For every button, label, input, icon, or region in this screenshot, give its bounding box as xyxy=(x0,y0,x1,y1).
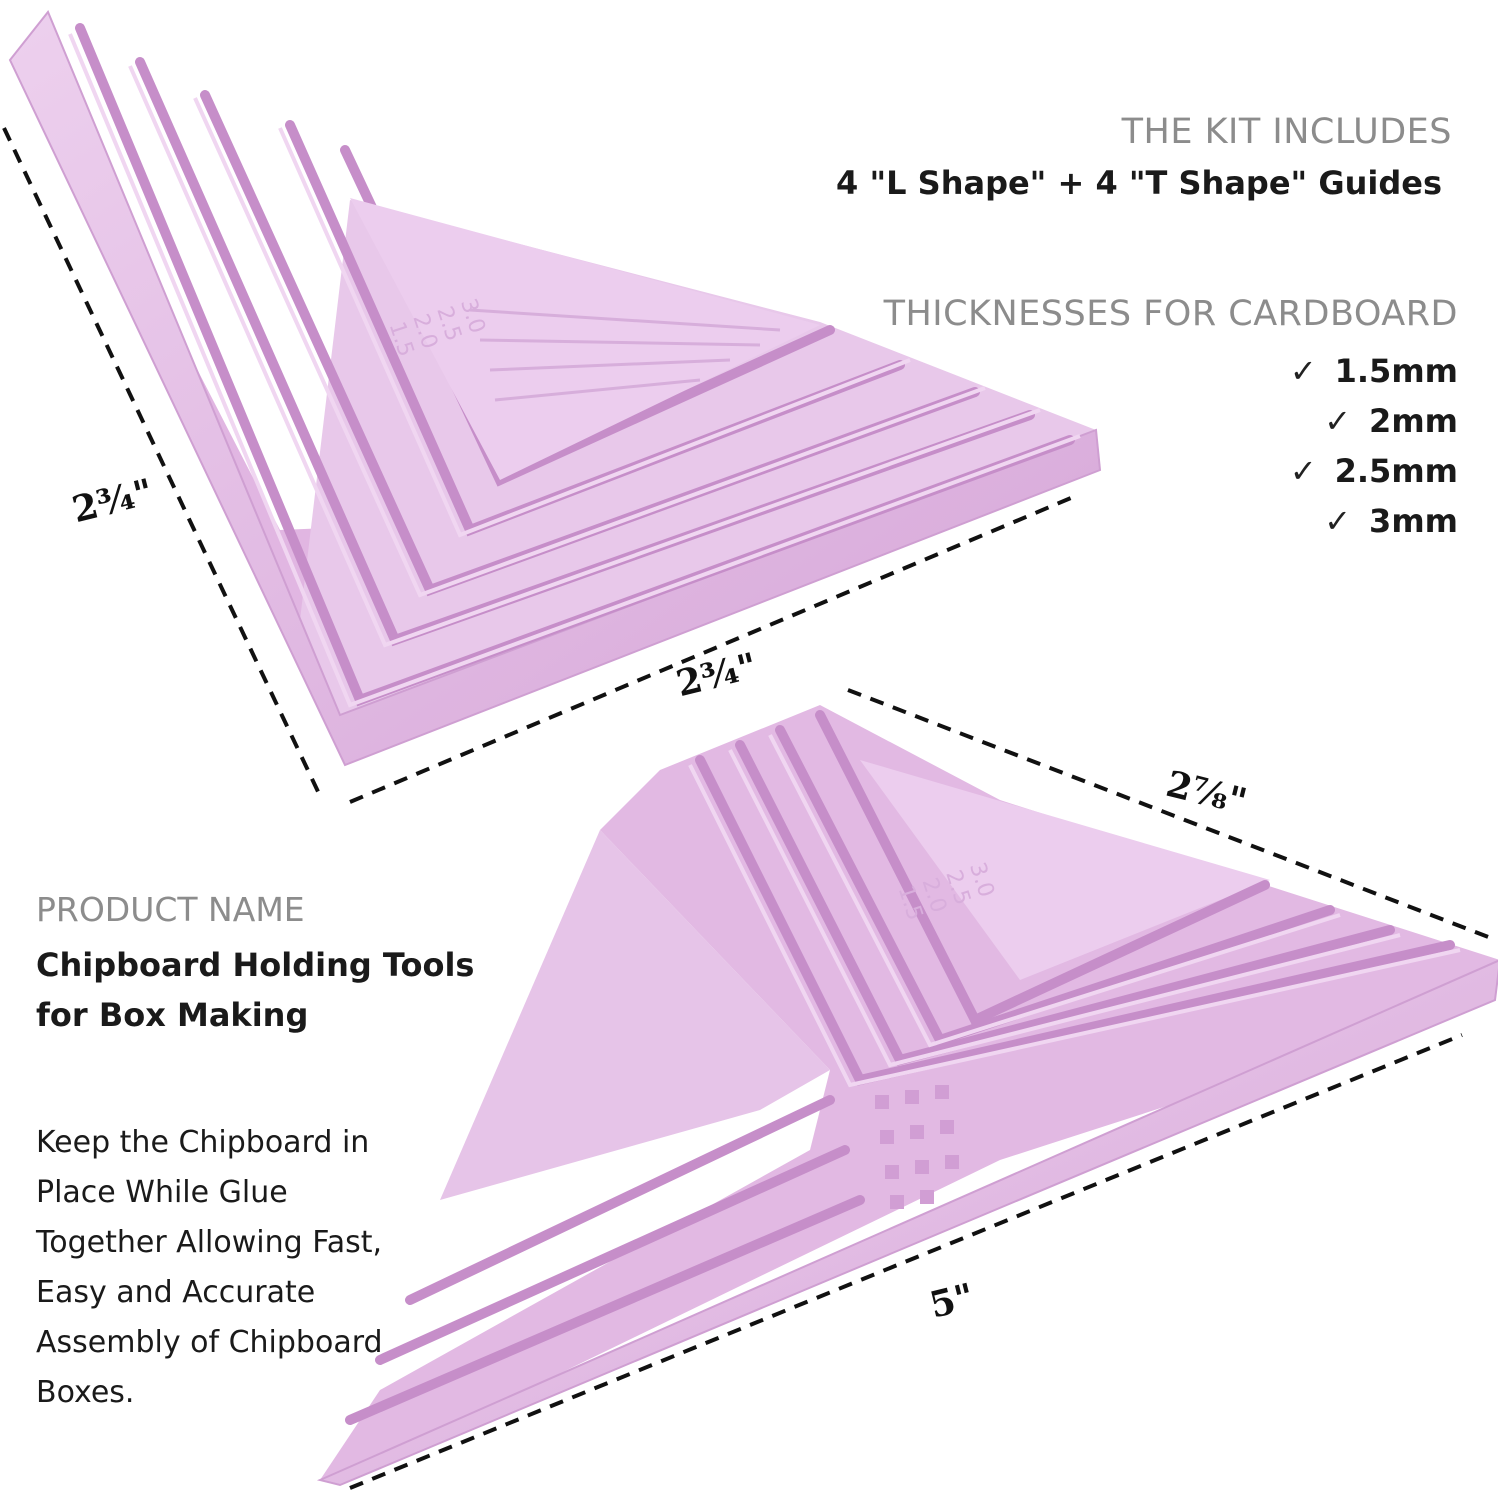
thickness-value: 1.5mm xyxy=(1334,352,1458,390)
description-line: Assembly of Chipboard xyxy=(36,1325,383,1360)
thickness-list: ✓ 1.5mm ✓ 2mm ✓ 2.5mm ✓ 3mm xyxy=(1290,346,1458,546)
thickness-heading: THICKNESSES FOR CARDBOARD xyxy=(883,294,1458,334)
thickness-value: 3mm xyxy=(1369,502,1458,540)
product-name-line: for Box Making xyxy=(36,996,309,1034)
product-description: Keep the Chipboard in Place While Glue T… xyxy=(36,1118,466,1418)
kit-contents: 4 "L Shape" + 4 "T Shape" Guides xyxy=(836,164,1442,202)
description-line: Place While Glue xyxy=(36,1175,288,1210)
t-scale-labels: 3.0 2.5 2.0 1.5 xyxy=(893,859,999,923)
kit-heading: THE KIT INCLUDES xyxy=(1121,112,1452,152)
thickness-item: ✓ 3mm xyxy=(1290,496,1458,546)
thickness-item: ✓ 2mm xyxy=(1290,396,1458,446)
dimension-lines xyxy=(2,127,1497,1490)
thickness-item: ✓ 1.5mm xyxy=(1290,346,1458,396)
thickness-value: 2mm xyxy=(1369,402,1458,440)
checkmark-icon: ✓ xyxy=(1289,452,1317,490)
checkmark-icon: ✓ xyxy=(1289,352,1317,390)
l-scale-labels: 3.0 2.5 2.0 1.5 xyxy=(384,296,490,360)
description-line: Easy and Accurate xyxy=(36,1275,316,1310)
product-name: Chipboard Holding Tools for Box Making xyxy=(36,940,496,1040)
product-name-heading: PRODUCT NAME xyxy=(36,890,305,929)
description-line: Keep the Chipboard in xyxy=(36,1125,370,1160)
description-line: Together Allowing Fast, xyxy=(36,1225,383,1260)
t-shape-guide xyxy=(316,705,1498,1487)
thickness-value: 2.5mm xyxy=(1334,452,1458,490)
l-shape-guide xyxy=(8,10,1102,767)
thickness-item: ✓ 2.5mm xyxy=(1290,446,1458,496)
checkmark-icon: ✓ xyxy=(1324,402,1352,440)
checkmark-icon: ✓ xyxy=(1324,502,1352,540)
description-line: Boxes. xyxy=(36,1375,135,1410)
product-name-line: Chipboard Holding Tools xyxy=(36,946,475,984)
